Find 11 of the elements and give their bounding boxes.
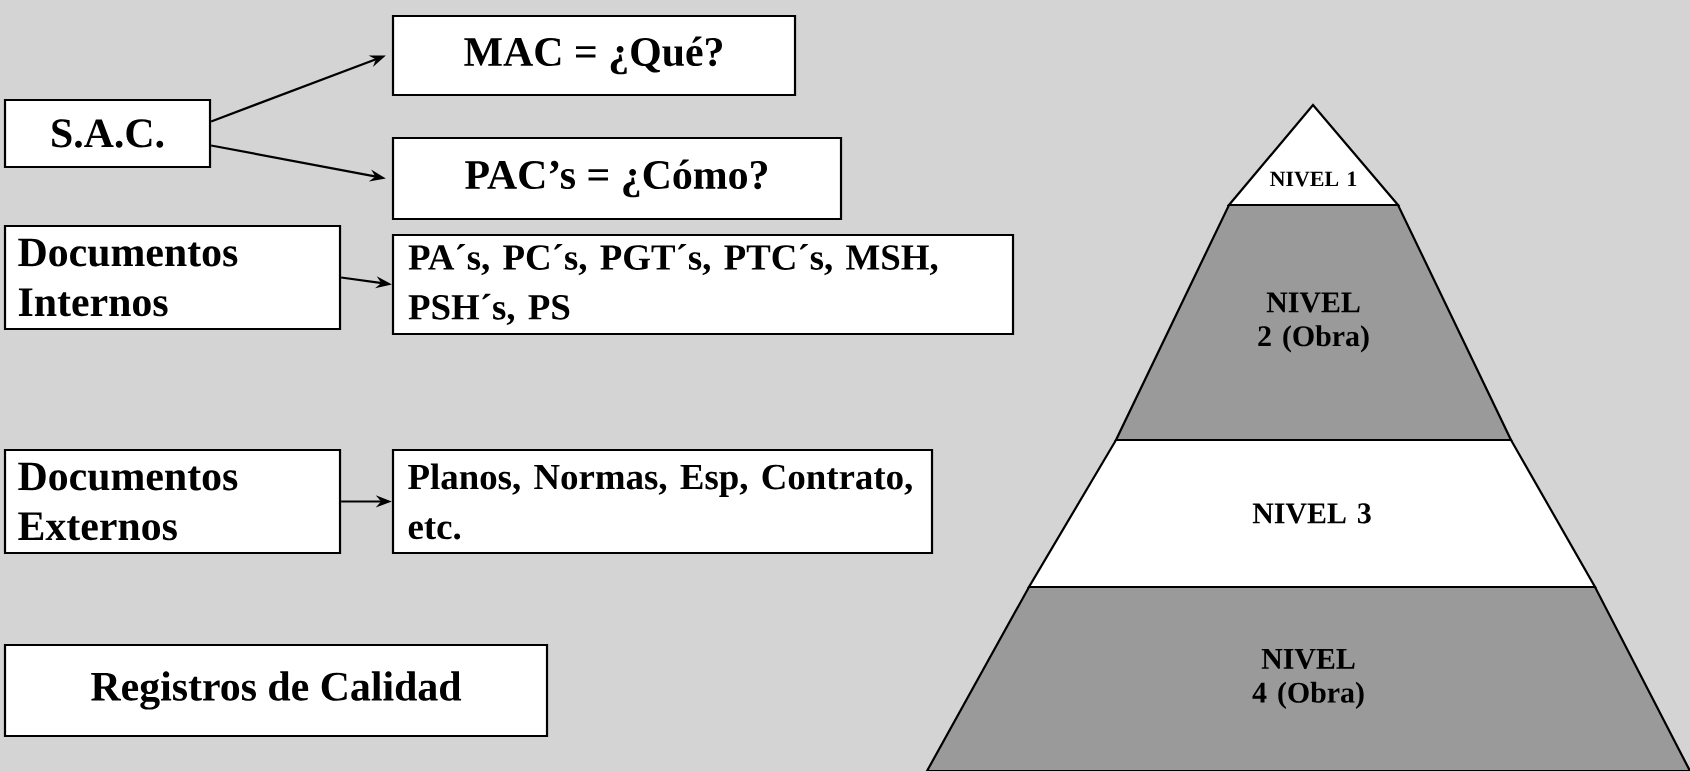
text-box: PA´s, PC´s, PGT´s, PTC´s, MSH, PSH´s, PS	[391, 233, 1015, 336]
text-box: PAC’s = ¿Cómo?	[391, 136, 843, 221]
text-box: Registros de Calidad	[3, 643, 549, 738]
text-box: Documentos Internos	[3, 224, 342, 331]
text-box: Planos, Normas, Esp, Contrato, etc.	[391, 448, 934, 555]
text-box: S.A.C.	[3, 98, 212, 169]
pyramid-level: NIVEL 3	[1027, 438, 1597, 589]
pyramid-level: NIVEL 2 (Obra)	[1114, 203, 1513, 442]
text-box: Documentos Externos	[3, 448, 342, 555]
text-box: MAC = ¿Qué?	[391, 14, 797, 97]
pyramid-level: NIVEL 4 (Obra)	[925, 585, 1690, 771]
